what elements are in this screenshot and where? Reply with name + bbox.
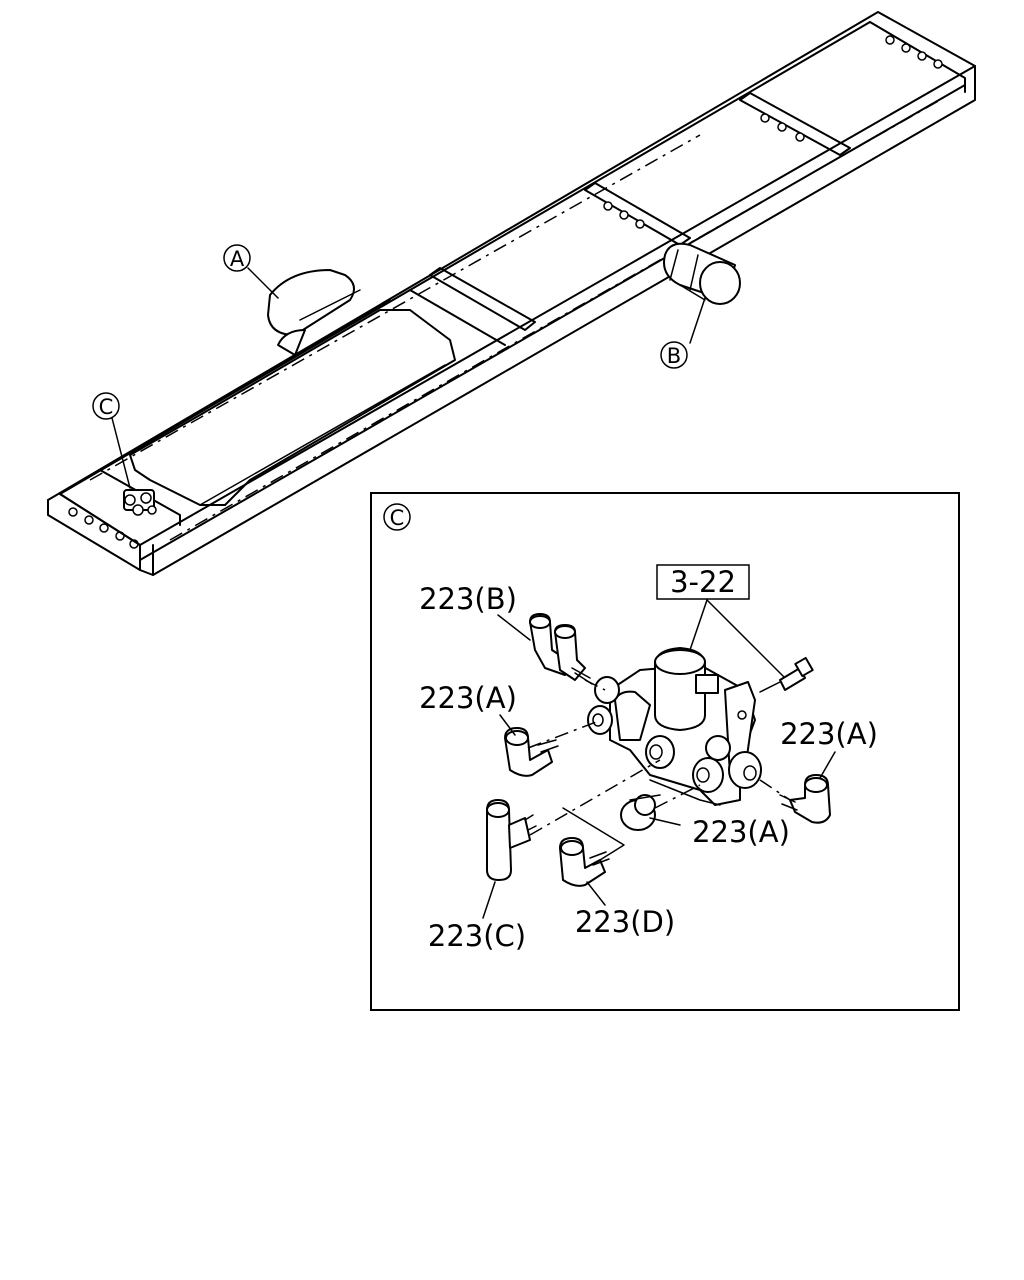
fitting-223-a-left (504, 727, 559, 777)
callout-b-label: B (667, 344, 681, 368)
cross-members (409, 92, 851, 346)
label-223-a-right: 223(A) (780, 717, 878, 751)
callout-c-label: C (99, 395, 114, 419)
fitting-223-a-right (779, 774, 831, 824)
relay-valve-body (587, 647, 762, 806)
detail-c-panel: C 3-22 (370, 492, 960, 1011)
callout-a-label: A (230, 247, 245, 271)
label-223-a-bottom: 223(A) (692, 815, 790, 849)
fitting-223-c (486, 799, 537, 881)
fitting-223-a-bottom (620, 794, 661, 831)
callout-c: C (92, 392, 120, 420)
component-a-tank (267, 269, 361, 356)
rail-holes-rear (68, 35, 943, 549)
chassis-frame (47, 11, 976, 576)
fitting-223-b (529, 613, 593, 685)
label-223-d: 223(D) (575, 905, 675, 939)
component-b-cylinder (663, 242, 741, 305)
mounting-bolt (759, 656, 814, 693)
label-223-b: 223(B) (419, 582, 517, 616)
fitting-223-d (559, 837, 610, 887)
ref-box-3-22: 3-22 (656, 564, 750, 600)
ref-box-label: 3-22 (670, 565, 736, 599)
detail-c-callout: C (383, 503, 411, 531)
label-223-c: 223(C) (428, 919, 526, 953)
component-c-valve-cluster (123, 489, 157, 516)
callout-b: B (660, 341, 688, 369)
detail-c-callout-label: C (390, 506, 405, 530)
callout-a: A (223, 244, 251, 272)
center-tank (129, 299, 456, 506)
label-223-a-left: 223(A) (419, 681, 517, 715)
